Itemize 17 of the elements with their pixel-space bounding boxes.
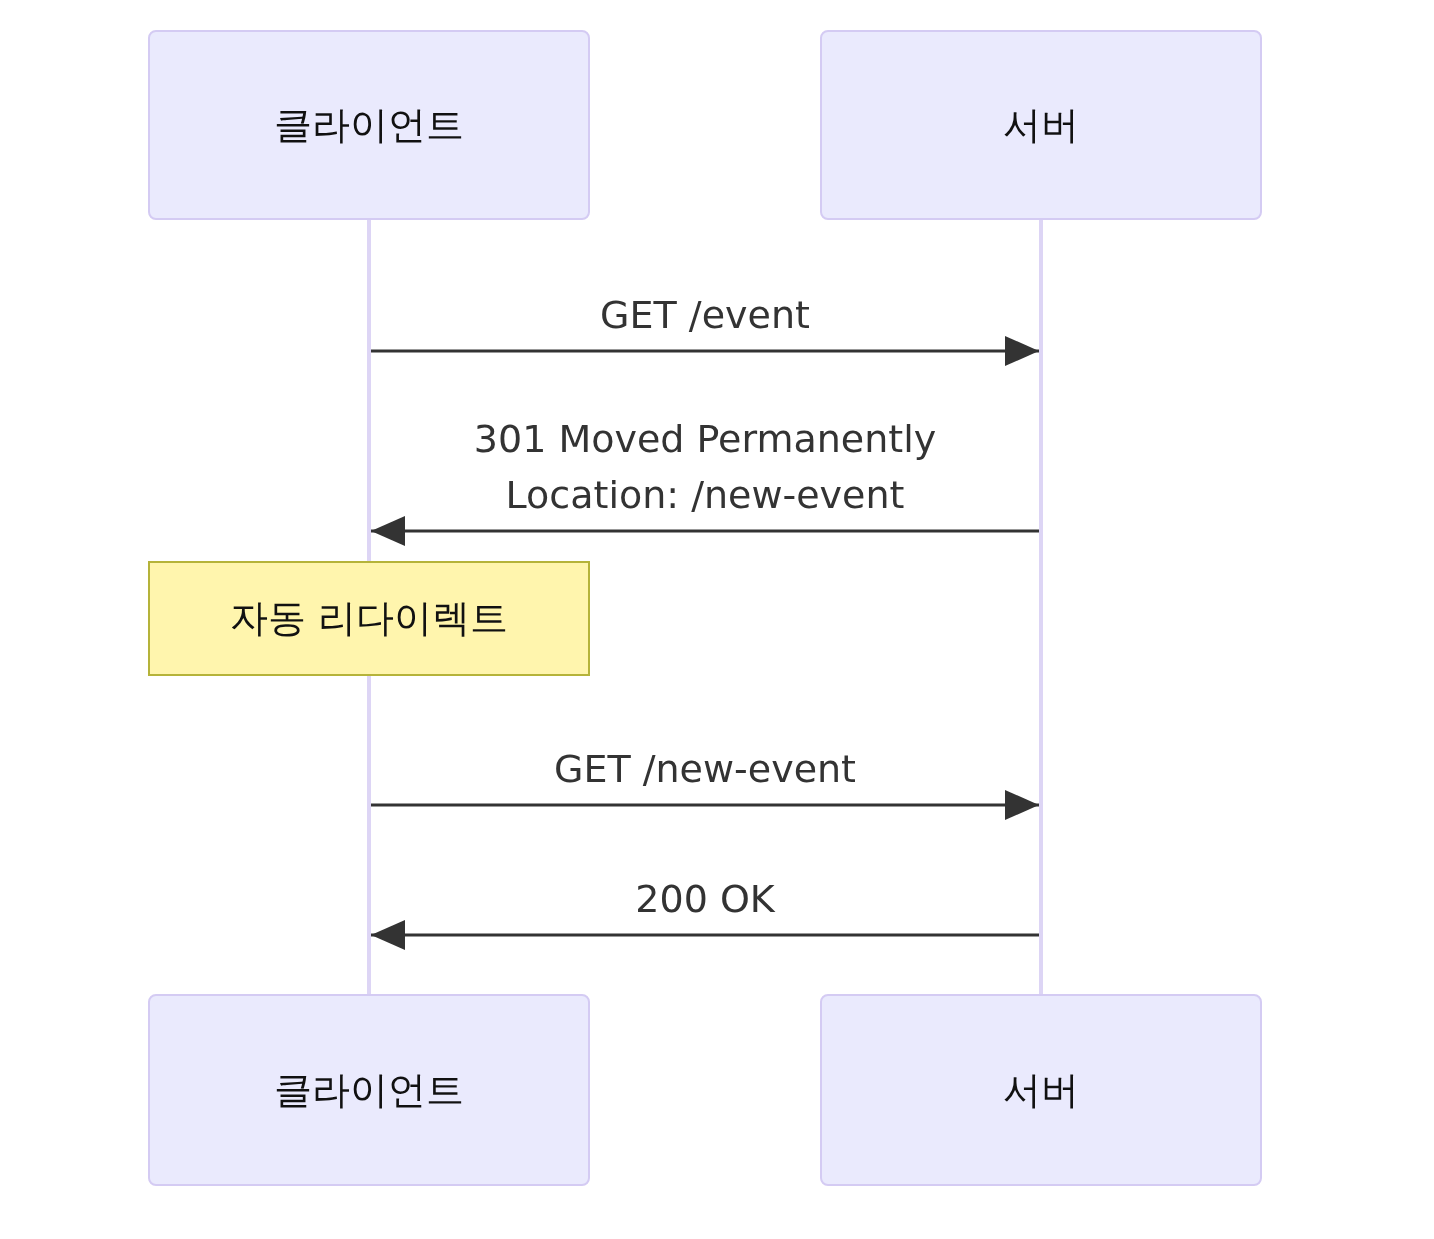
node-label: 클라이언트 bbox=[274, 1066, 464, 1114]
lifeline bbox=[367, 676, 371, 994]
node-label: 클라이언트 bbox=[274, 101, 464, 149]
node-label: 자동 리다이렉트 bbox=[229, 595, 509, 642]
message-arrow bbox=[371, 790, 1039, 820]
participant-box bbox=[820, 994, 1262, 1186]
message-arrow bbox=[371, 920, 1039, 950]
node-label: 서버 bbox=[1003, 1066, 1079, 1114]
participant-box bbox=[148, 30, 590, 220]
node-label: 서버 bbox=[1003, 101, 1079, 149]
participant-box bbox=[820, 30, 1262, 220]
lifeline bbox=[367, 220, 371, 561]
participant-box bbox=[148, 994, 590, 1186]
message-arrow bbox=[371, 516, 1039, 546]
lifeline bbox=[1039, 220, 1043, 994]
note-box bbox=[148, 561, 590, 676]
message-arrow bbox=[371, 336, 1039, 366]
